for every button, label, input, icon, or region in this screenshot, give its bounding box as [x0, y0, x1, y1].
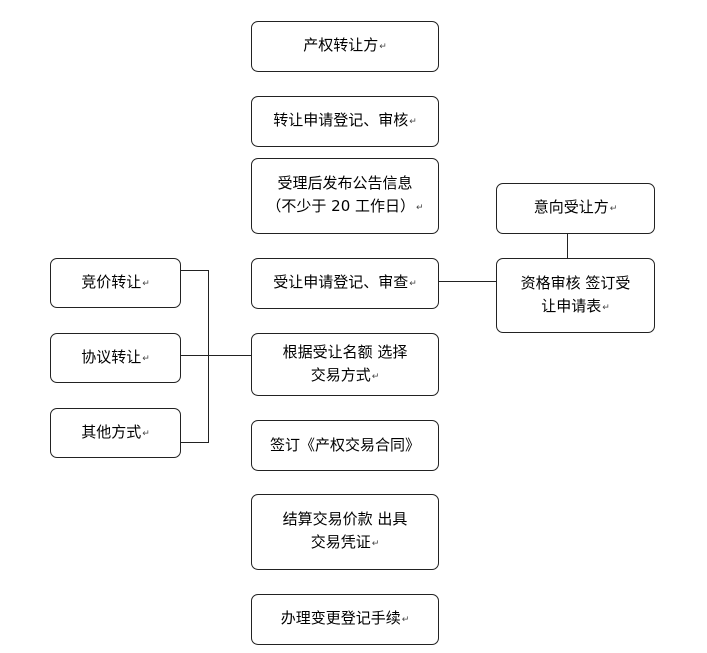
- step-buyer-registration-label: 受让申请登记、审查: [273, 273, 409, 291]
- method-auction-label: 竞价转让: [81, 272, 142, 291]
- step-transfer-application: 转让申请登记、审核↵: [251, 96, 439, 147]
- paragraph-mark-icon: ↵: [409, 117, 417, 127]
- step-sign-contract-label: 签订《产权交易合同》: [269, 436, 420, 454]
- step-transfer-application-label: 转让申请登记、审核: [273, 111, 409, 129]
- step-change-registration-label: 办理变更登记手续: [280, 609, 401, 627]
- connector-method-3: [180, 442, 209, 444]
- qualification-review: 资格审核 签订受 让申请表↵: [496, 258, 655, 333]
- connector-method-bracket: [208, 270, 210, 443]
- connector-method-1: [180, 270, 209, 272]
- qualification-review-line1: 资格审核 签订受: [520, 273, 631, 292]
- qualification-review-line2: 让申请表: [541, 296, 602, 315]
- step-sign-contract: 签订《产权交易合同》: [251, 420, 439, 471]
- intended-buyer-label: 意向受让方: [533, 198, 609, 216]
- step-publish-announcement-line2: （不少于 20 工作日）: [266, 197, 416, 215]
- paragraph-mark-icon: ↵: [602, 302, 610, 313]
- paragraph-mark-icon: ↵: [142, 428, 150, 439]
- step-change-registration: 办理变更登记手续↵: [251, 594, 439, 645]
- paragraph-mark-icon: ↵: [416, 203, 424, 213]
- paragraph-mark-icon: ↵: [142, 353, 150, 364]
- connector-buyer-to-qualification: [567, 234, 569, 259]
- method-agreement: 协议转让↵: [50, 333, 181, 383]
- step-choose-trade-method-line1: 根据受让名额 选择: [282, 342, 408, 361]
- step-settlement-line1: 结算交易价款 出具: [282, 510, 408, 528]
- paragraph-mark-icon: ↵: [371, 371, 380, 382]
- step-transferor: 产权转让方↵: [251, 21, 439, 72]
- paragraph-mark-icon: ↵: [609, 204, 618, 214]
- step-choose-trade-method-line2: 交易方式: [310, 365, 371, 384]
- step-publish-announcement-line1: 受理后发布公告信息: [277, 174, 413, 192]
- method-auction: 竞价转让↵: [50, 258, 181, 308]
- step-choose-trade-method: 根据受让名额 选择 交易方式↵: [251, 333, 439, 396]
- step-buyer-registration: 受让申请登记、审查↵: [251, 258, 439, 309]
- method-other: 其他方式↵: [50, 408, 181, 458]
- paragraph-mark-icon: ↵: [371, 539, 380, 549]
- method-agreement-label: 协议转让: [81, 347, 142, 366]
- paragraph-mark-icon: ↵: [379, 42, 387, 52]
- connector-method-2: [180, 355, 252, 357]
- paragraph-mark-icon: ↵: [409, 279, 417, 289]
- method-other-label: 其他方式: [81, 422, 142, 441]
- step-publish-announcement: 受理后发布公告信息 （不少于 20 工作日）↵: [251, 158, 439, 234]
- connector-registration-to-qualification: [438, 281, 496, 283]
- step-settlement: 结算交易价款 出具 交易凭证↵: [251, 494, 439, 570]
- paragraph-mark-icon: ↵: [401, 615, 410, 625]
- step-transferor-label: 产权转让方: [303, 36, 379, 54]
- step-settlement-line2: 交易凭证: [310, 533, 371, 551]
- paragraph-mark-icon: ↵: [142, 278, 150, 289]
- intended-buyer: 意向受让方↵: [496, 183, 655, 234]
